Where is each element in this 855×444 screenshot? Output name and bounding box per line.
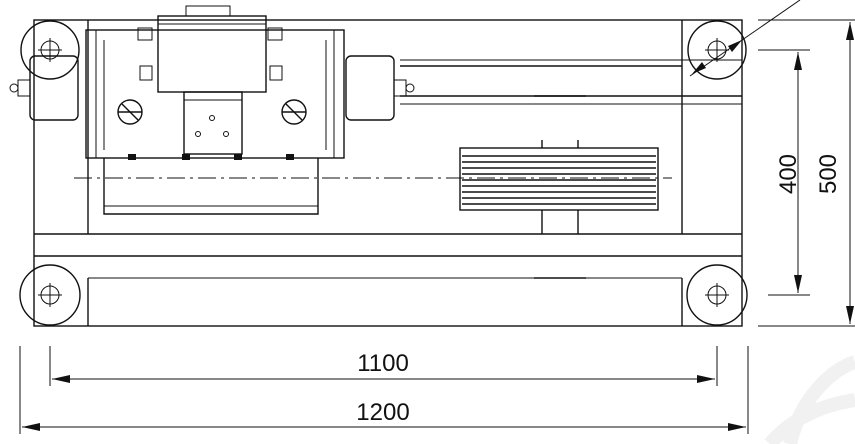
dimension-1200: 1200 xyxy=(22,399,746,431)
extension-lines xyxy=(19,19,855,434)
dimension-label-500: 500 xyxy=(815,154,842,194)
wheel-diameter-leader xyxy=(689,0,801,77)
dimension-500: 500 xyxy=(815,22,854,324)
wheel-top-right xyxy=(687,20,747,80)
dimension-1100: 1100 xyxy=(52,350,715,383)
watermark xyxy=(764,355,855,444)
dimension-label-1200: 1200 xyxy=(356,399,409,426)
dimension-label-1100: 1100 xyxy=(357,350,409,377)
dimension-label-400: 400 xyxy=(775,154,802,194)
motor-housing xyxy=(9,5,415,215)
pulley xyxy=(459,95,659,279)
wheel-bottom-left xyxy=(19,264,81,326)
dimension-400: 400 xyxy=(775,52,802,293)
wheel-top-left xyxy=(20,20,80,80)
wheel-bottom-right xyxy=(686,264,748,326)
